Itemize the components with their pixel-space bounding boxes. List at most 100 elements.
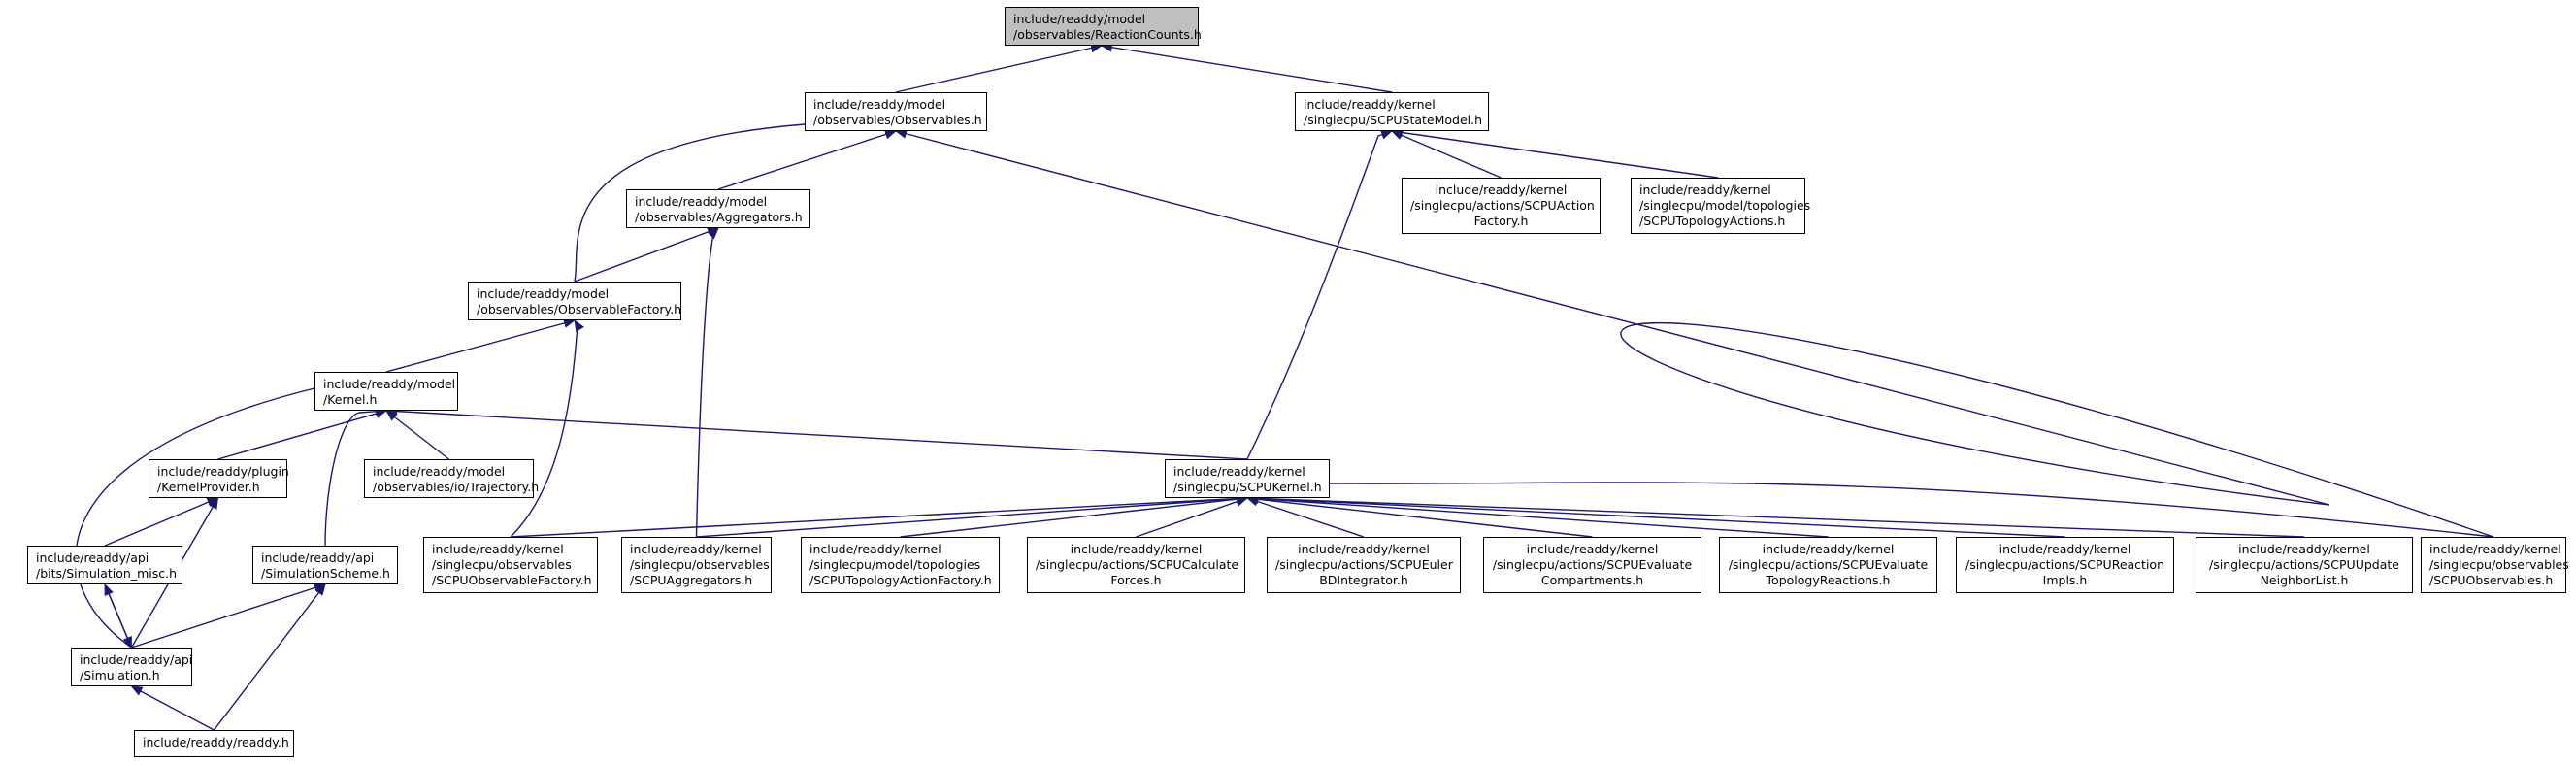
file-node-scpuobservablefactory[interactable]: include/readdy/kernel/singlecpu/observab… (423, 537, 598, 593)
file-node-label: /singlecpu/SCPUKernel.h (1173, 480, 1322, 494)
file-node-label: Factory.h (1473, 214, 1529, 228)
file-node-scputopologyactionfactory[interactable]: include/readdy/kernel/singlecpu/model/to… (801, 537, 1000, 593)
file-node-label: BDIntegrator.h (1319, 573, 1408, 587)
edge-scpuevaluatecompartments-to-scpukernel (1246, 494, 1593, 538)
file-node-label: include/readdy/model (1013, 12, 1146, 26)
file-node-label: include/readdy/kernel (1998, 542, 2131, 556)
file-node-label: /SCPUAggregators.h (630, 573, 753, 587)
file-node-label: include/readdy/kernel (1304, 97, 1436, 112)
file-node-scpuevaluatetopologyreactions[interactable]: include/readdy/kernel/singlecpu/actions/… (1719, 537, 1937, 593)
file-node-label: /singlecpu/observables (630, 557, 770, 572)
file-node-label: /observables/Observables.h (813, 113, 982, 127)
file-node-scpustatemodel[interactable]: include/readdy/kernel/singlecpu/SCPUStat… (1295, 92, 1489, 131)
file-node-scpureactionimpls[interactable]: include/readdy/kernel/singlecpu/actions/… (1956, 537, 2174, 593)
edge-simulationmisc-to-simulation (104, 583, 133, 649)
file-node-scpueulerbdintegrator[interactable]: include/readdy/kernel/singlecpu/actions/… (1267, 537, 1461, 593)
file-node-label: include/readdy/plugin (157, 464, 289, 479)
edge-scpuactionfactory-to-scpustatemodel (1391, 130, 1502, 179)
file-node-label: /observables/ObservableFactory.h (477, 302, 682, 316)
file-node-label: /singlecpu/actions/SCPUReaction (1965, 557, 2164, 572)
edge-scputopologyactions-to-scpustatemodel (1391, 127, 1719, 179)
file-node-label: /SCPUTopologyActionFactory.h (809, 573, 992, 587)
file-node-scpucalculateforces[interactable]: include/readdy/kernel/singlecpu/actions/… (1027, 537, 1245, 593)
file-node-label: include/readdy/kernel (1762, 542, 1895, 556)
file-node-label: /SCPUObservables.h (2429, 573, 2554, 587)
file-node-observables[interactable]: include/readdy/model/observables/Observa… (805, 92, 987, 131)
edge-scpuaggregators-to-scpukernel (696, 493, 1248, 538)
edge-kernelprovider-to-kernel (217, 409, 387, 460)
edge-scputopologyactionfactory-to-scpukernel (900, 494, 1248, 538)
file-node-kernel[interactable]: include/readdy/model/Kernel.h (314, 372, 458, 411)
edge-scpuobservables-to-scpukernel (1246, 482, 2494, 538)
edge-scpucalculateforces-to-scpukernel (1136, 496, 1248, 538)
file-node-label: include/readdy/kernel (809, 542, 941, 556)
file-node-label: include/readdy/readdy.h (143, 735, 289, 749)
file-node-label: include/readdy/kernel (432, 542, 564, 556)
file-node-scpuactionfactory[interactable]: include/readdy/kernel/singlecpu/actions/… (1402, 178, 1601, 234)
file-node-label: include/readdy/api (80, 652, 193, 667)
edge-observablefactory-to-observables (574, 123, 897, 283)
edge-aggregators-to-observables (717, 129, 897, 190)
file-node-label: /observables/Aggregators.h (635, 210, 803, 224)
file-node-label: NeighborList.h (2260, 573, 2349, 587)
file-node-label: /singlecpu/actions/SCPUAction (1410, 198, 1595, 213)
edge-scpuobservablefactory-to-scpukernel (510, 493, 1248, 538)
file-node-label: include/readdy/model (373, 464, 506, 479)
file-node-scpuevaluatecompartments[interactable]: include/readdy/kernel/singlecpu/actions/… (1483, 537, 1701, 593)
edge-scpuaggregators-to-aggregators (695, 227, 719, 538)
file-node-label: /singlecpu/model/topologies (809, 557, 981, 572)
file-node-label: /KernelProvider.h (157, 480, 260, 494)
file-node-reactioncounts: include/readdy/model/observables/Reactio… (1005, 7, 1202, 46)
edge-observablefactory-to-aggregators (574, 227, 719, 283)
edge-scpuupdateneighborlist-to-scpukernel (1246, 493, 2305, 538)
file-node-label: /observables/ReactionCounts.h (1013, 27, 1202, 42)
file-node-simulationscheme[interactable]: include/readdy/api/SimulationScheme.h (252, 546, 398, 584)
file-node-label: /SimulationScheme.h (261, 566, 390, 581)
file-node-label: include/readdy/kernel (1526, 542, 1659, 556)
file-node-scpukernel[interactable]: include/readdy/kernel/singlecpu/SCPUKern… (1165, 459, 1330, 498)
file-node-label: include/readdy/kernel (2238, 542, 2370, 556)
file-node-kernelprovider[interactable]: include/readdy/plugin/KernelProvider.h (149, 459, 289, 498)
file-node-label: /SCPUTopologyActions.h (1639, 214, 1786, 228)
file-node-label: /singlecpu/actions/SCPUEvaluate (1728, 557, 1929, 572)
edge-simulation-to-kernel (75, 387, 387, 649)
file-node-observablefactory[interactable]: include/readdy/model/observables/Observa… (468, 282, 681, 320)
file-node-label: /bits/Simulation_misc.h (36, 566, 178, 581)
file-node-scputopologyactions[interactable]: include/readdy/kernel/singlecpu/model/to… (1631, 178, 1810, 234)
file-node-label: include/readdy/api (261, 550, 375, 565)
file-node-scpuaggregators[interactable]: include/readdy/kernel/singlecpu/observab… (621, 537, 772, 593)
file-node-readdy[interactable]: include/readdy/readdy.h (134, 730, 294, 757)
file-node-label: include/readdy/kernel (1435, 183, 1568, 197)
file-node-label: include/readdy/api (36, 550, 149, 565)
file-node-label: /Kernel.h (323, 392, 378, 407)
file-node-label: /observables/io/Trajectory.h (373, 480, 540, 494)
edge-simulationmisc-to-kernelprovider (104, 497, 219, 547)
edge-scpueulerbdintegrator-to-scpukernel (1246, 496, 1365, 538)
file-node-scpuupdateneighborlist[interactable]: include/readdy/kernel/singlecpu/actions/… (2196, 537, 2413, 593)
file-node-simulationmisc[interactable]: include/readdy/api/bits/Simulation_misc.… (27, 546, 182, 584)
file-node-label: /singlecpu/actions/SCPUEuler (1275, 557, 1453, 572)
file-node-label: include/readdy/kernel (1173, 464, 1305, 479)
file-node-label: include/readdy/kernel (1070, 542, 1203, 556)
file-node-trajectory[interactable]: include/readdy/model/observables/io/Traj… (364, 459, 540, 498)
file-node-label: include/readdy/kernel (1298, 542, 1430, 556)
file-node-label: Compartments.h (1540, 573, 1644, 587)
file-node-aggregators[interactable]: include/readdy/model/observables/Aggrega… (626, 189, 810, 228)
file-node-label: include/readdy/kernel (1639, 183, 1771, 197)
edge-scpuevaluatetopologyreactions-to-scpukernel (1246, 493, 1829, 538)
file-node-simulation[interactable]: include/readdy/api/Simulation.h (71, 648, 192, 686)
edge-simulation-to-simulationscheme (131, 583, 326, 649)
file-node-label: /SCPUObservableFactory.h (432, 573, 592, 587)
file-node-label: /Simulation.h (80, 668, 160, 683)
file-node-label: /singlecpu/actions/SCPUUpdate (2209, 557, 2399, 572)
edge-readdy-to-simulation (130, 685, 215, 731)
file-node-label: /singlecpu/observables (2429, 557, 2569, 572)
file-node-label: include/readdy/model (813, 97, 946, 112)
edge-kernel-to-observablefactory (385, 318, 576, 373)
file-node-label: TopologyReactions.h (1766, 573, 1891, 587)
file-node-scpuobservables[interactable]: include/readdy/kernel/singlecpu/observab… (2421, 537, 2569, 593)
file-node-label: /singlecpu/actions/SCPUCalculate (1036, 557, 1239, 572)
edge-scpustatemodel-to-reactioncounts (1101, 42, 1393, 93)
file-node-label: include/readdy/model (635, 194, 768, 209)
